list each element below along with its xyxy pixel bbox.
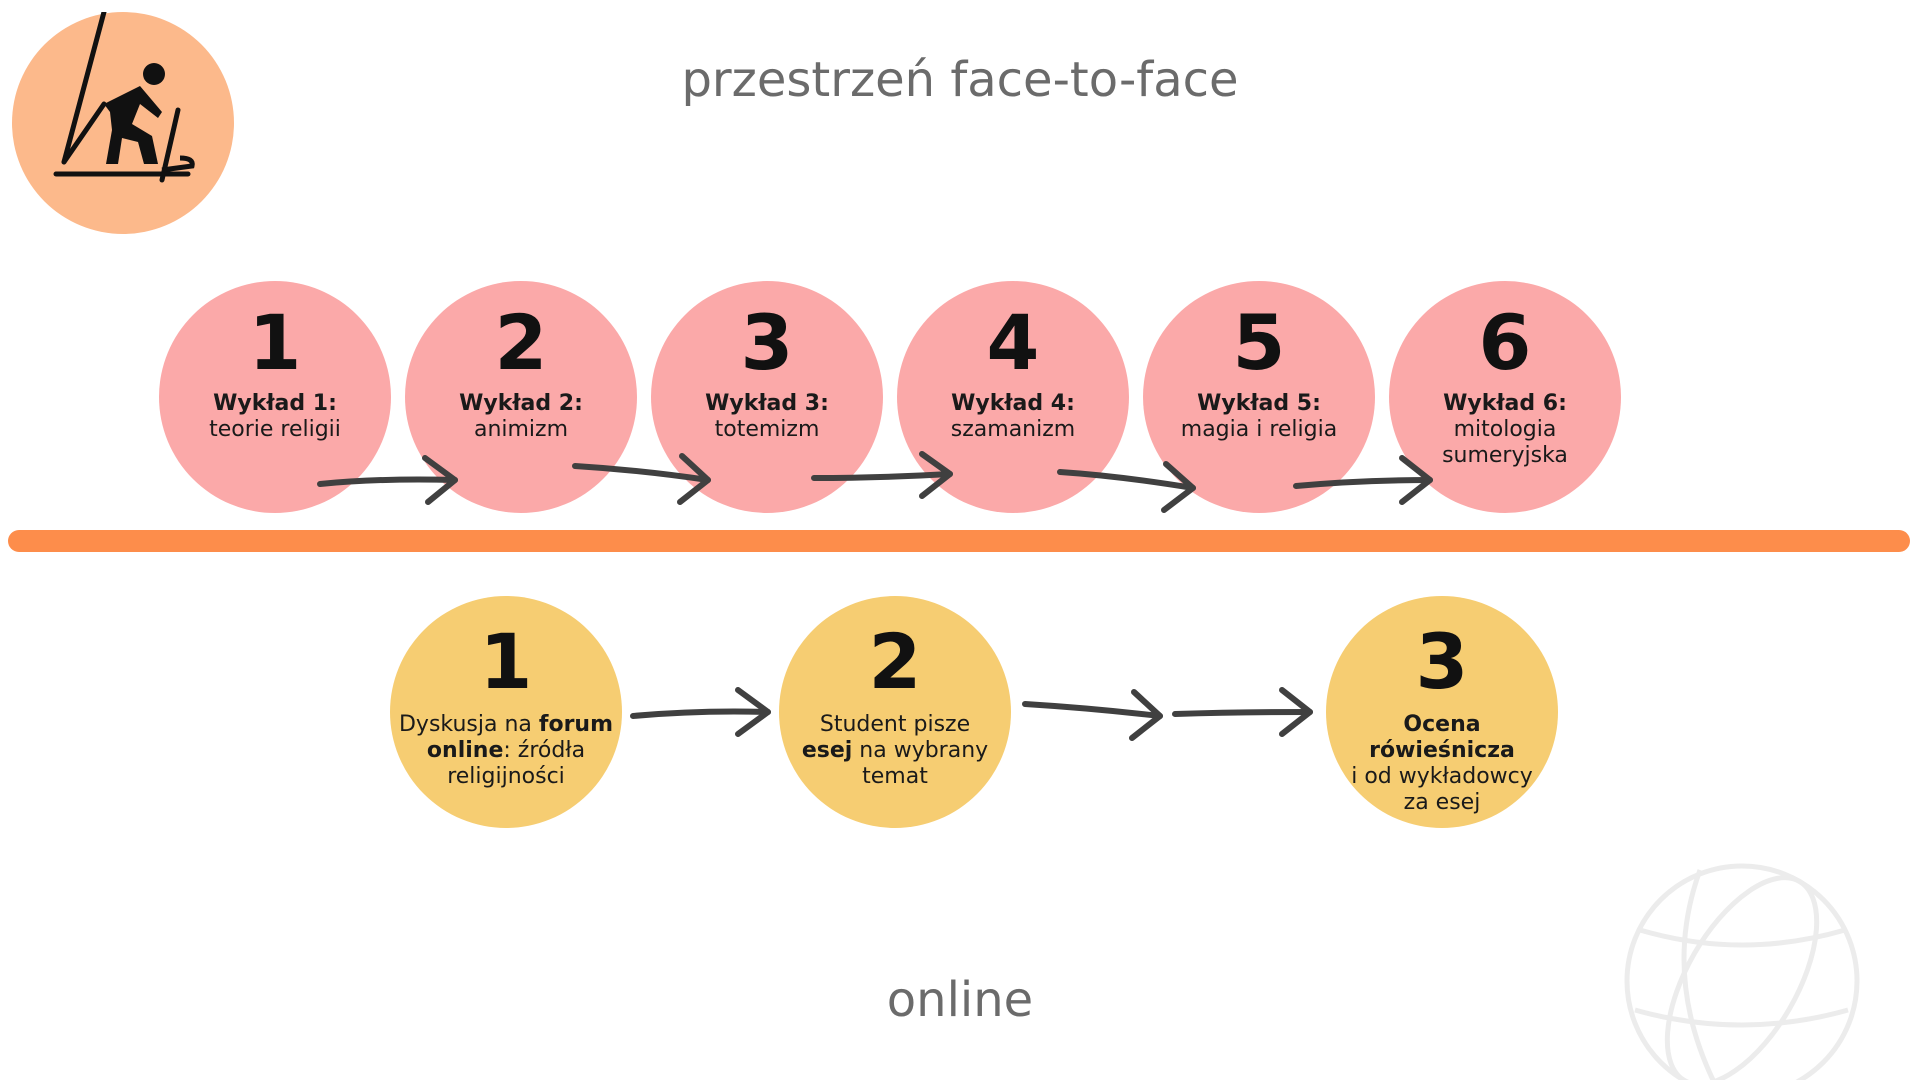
lecture-3-text: totemizm xyxy=(714,417,820,442)
lecture-1-text: teorie religii xyxy=(209,417,341,442)
arrow-online-2-mid xyxy=(1022,689,1163,741)
online-step-1-number: 1 xyxy=(479,617,533,706)
online-heading: online xyxy=(886,972,1034,1028)
logo-badge xyxy=(12,12,234,234)
lecture-6-text: mitologia sumeryjska xyxy=(1442,417,1568,468)
lecture-4: 4 Wykład 4: szamanizm xyxy=(897,281,1129,513)
lecture-6: 6 Wykład 6: mitologia sumeryjska xyxy=(1389,281,1621,513)
online-step-2-caption: Student pisze esej na wybrany temat xyxy=(801,712,989,789)
arrow-online-mid-3 xyxy=(1172,687,1313,737)
lecture-1: 1 Wykład 1: teorie religii xyxy=(159,281,391,513)
online-step-1: 1 Dyskusja na forum online: źródła relig… xyxy=(390,596,622,828)
lecture-6-number: 6 xyxy=(1478,298,1532,387)
online-step-3-number: 3 xyxy=(1415,617,1469,706)
online-step-2: 2 Student pisze esej na wybrany temat xyxy=(779,596,1011,828)
lecture-4-number: 4 xyxy=(986,298,1040,387)
online-step-1-caption: Dyskusja na forum online: źródła religij… xyxy=(398,712,614,789)
lecture-1-title: Wykład 1: xyxy=(213,391,337,416)
lecture-5-title: Wykład 5: xyxy=(1197,391,1321,416)
face-to-face-heading: przestrzeń face-to-face xyxy=(681,52,1239,108)
lecture-6-title: Wykład 6: xyxy=(1443,391,1567,416)
lecture-4-title: Wykład 4: xyxy=(951,391,1075,416)
lecture-2-title: Wykład 2: xyxy=(459,391,583,416)
lecture-1-number: 1 xyxy=(248,298,302,387)
lecture-3-number: 3 xyxy=(740,298,794,387)
online-step-3: 3 Ocena rówieśnicza i od wykładowcy za e… xyxy=(1326,596,1558,828)
lecture-5-text: magia i religia xyxy=(1180,417,1338,442)
lecture-3: 3 Wykład 3: totemizm xyxy=(651,281,883,513)
skier-icon xyxy=(53,12,195,183)
lecture-4-text: szamanizm xyxy=(950,417,1076,442)
globe-icon xyxy=(1624,863,1860,1080)
lecture-5-number: 5 xyxy=(1232,298,1286,387)
online-step-3-caption: Ocena rówieśnicza i od wykładowcy za ese… xyxy=(1351,712,1533,815)
lecture-3-title: Wykład 3: xyxy=(705,391,829,416)
arrow-online-1-2 xyxy=(630,687,771,737)
divider-line xyxy=(8,530,1910,552)
lecture-2: 2 Wykład 2: animizm xyxy=(405,281,637,513)
online-step-2-number: 2 xyxy=(868,617,922,706)
lecture-2-text: animizm xyxy=(473,417,569,442)
lecture-2-number: 2 xyxy=(494,298,548,387)
lecture-5: 5 Wykład 5: magia i religia xyxy=(1143,281,1375,513)
